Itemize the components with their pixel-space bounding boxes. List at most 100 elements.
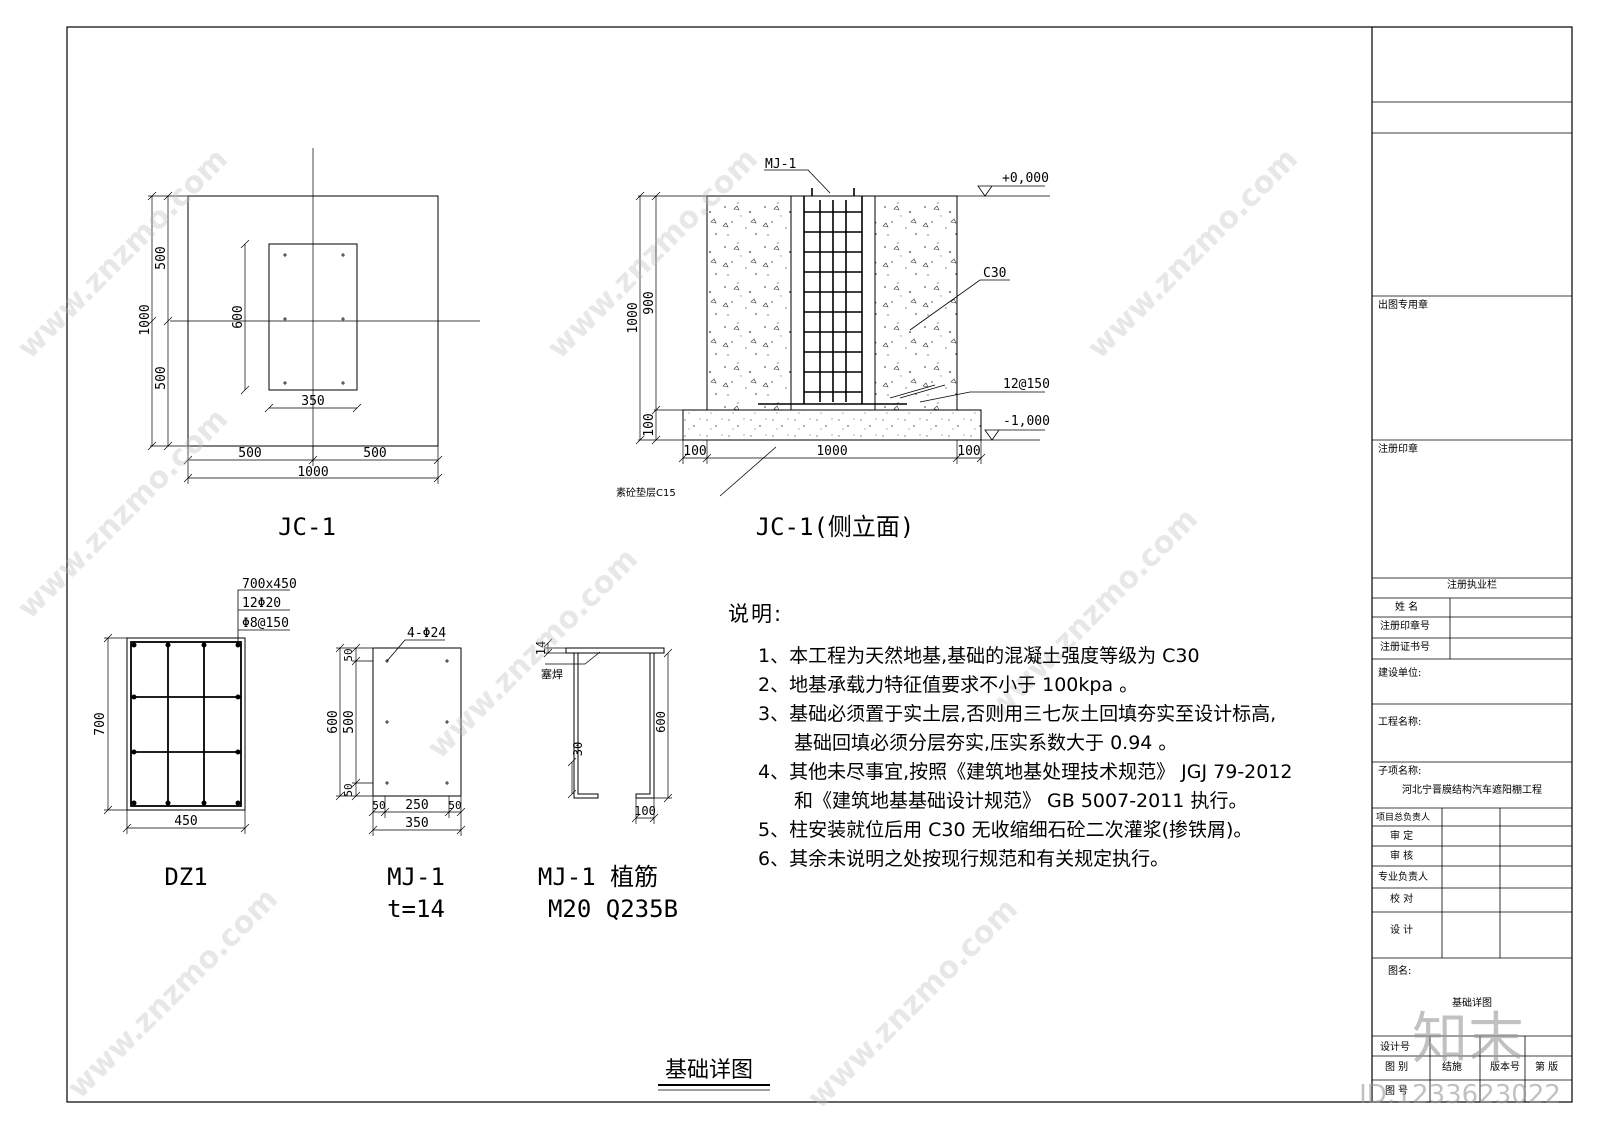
drawing-title: 基础详图 xyxy=(665,1058,753,1083)
note-1: 1、本工程为天然地基,基础的混凝土强度等级为 C30 xyxy=(758,645,1200,667)
section-dim-900: 900 xyxy=(642,291,657,314)
tb-category-label: 图 别 xyxy=(1385,1061,1408,1073)
tb-name-label: 姓 名 xyxy=(1395,600,1418,613)
note-4-cont: 和《建筑地基基础设计规范》 GB 5007-2011 执行。 xyxy=(794,790,1248,812)
dz1-spec-stirrups: Φ8@150 xyxy=(242,616,289,631)
tb-client-label: 建设单位: xyxy=(1378,666,1421,679)
section-dim-100-left: 100 xyxy=(683,444,706,459)
title-block-lines xyxy=(1372,101,1572,1102)
jc1-section-bedding xyxy=(682,409,982,441)
jc1-dim-1000-horizontal: 1000 xyxy=(297,465,328,480)
tb-edition-label: 第 版 xyxy=(1535,1060,1558,1073)
drawing-title-group: 基础详图 xyxy=(658,1058,770,1091)
mj1-dim-600: 600 xyxy=(326,710,341,733)
dz1-dim-450: 450 xyxy=(174,814,197,829)
section-dim-100-vertical: 100 xyxy=(642,413,657,436)
mj1-dim-250: 250 xyxy=(405,798,428,813)
anchor-dim-600: 600 xyxy=(654,711,668,733)
section-leaders xyxy=(719,169,1045,497)
logo-watermark: 知末 ID:1233623022 xyxy=(1359,1007,1561,1110)
watermark-1: www.znzmo.com xyxy=(11,142,235,366)
dz1-title: DZ1 xyxy=(164,863,207,891)
watermark-7: www.znzmo.com xyxy=(61,882,285,1106)
watermark-8: www.znzmo.com xyxy=(801,892,1025,1116)
tb-version-label: 版本号 xyxy=(1490,1060,1520,1073)
jc1-dim-lines-left xyxy=(147,191,250,451)
dz1-spec-leader xyxy=(237,589,290,645)
anchor-top-plate xyxy=(565,647,665,654)
note-4: 4、其他未尽事宜,按照《建筑地基处理技术规范》 JGJ 79-2012 xyxy=(758,761,1293,783)
jc1-dim-600: 600 xyxy=(231,305,246,328)
tb-row-5: 校 对 xyxy=(1390,892,1413,905)
mj1-dim-lines xyxy=(335,643,466,836)
tb-sheet-label: 图 号 xyxy=(1385,1085,1408,1097)
anchor-material: M20 Q235B xyxy=(548,895,678,923)
id-watermark: ID:1233623022 xyxy=(1359,1080,1561,1110)
tb-drawing-name-label: 图名: xyxy=(1388,964,1411,977)
jc1-plan xyxy=(147,148,480,484)
level-marker-bottom xyxy=(981,429,1045,441)
jc1-dim-500-left: 500 xyxy=(238,446,261,461)
title-block xyxy=(1372,101,1572,1102)
mj1-plate xyxy=(335,639,466,836)
dz1-outline xyxy=(126,637,246,811)
dz1-spec-main-bars: 12Φ20 xyxy=(242,596,281,611)
watermark-3: www.znzmo.com xyxy=(1081,142,1305,366)
mj1-thickness: t=14 xyxy=(387,895,445,923)
anchor-weld-leader xyxy=(545,651,601,665)
jc1-plan-title: JC-1 xyxy=(278,513,336,541)
tb-reg-seal-label: 注册印章 xyxy=(1378,442,1418,455)
jc1-base-plate xyxy=(268,243,358,391)
jc1-dim-350: 350 xyxy=(301,394,324,409)
mj1-anchor xyxy=(543,638,673,824)
jc1-section xyxy=(635,169,1050,497)
note-2: 2、地基承载力特征值要求不小于 100kpa 。 xyxy=(758,674,1139,696)
tb-category-value: 结施 xyxy=(1442,1060,1462,1073)
tb-subproject-value: 河北宁晋膜结构汽车遮阳棚工程 xyxy=(1402,783,1542,796)
dz1-stirrup xyxy=(130,641,242,807)
mj1-plate-labels: 4-Φ24 50 500 600 50 50 250 50 350 MJ-1 t… xyxy=(326,626,462,923)
anchor-bar-right xyxy=(635,653,655,799)
notes-heading: 说明: xyxy=(728,602,784,626)
note-5: 5、柱安装就位后用 C30 无收缩细石砼二次灌浆(掺铁屑)。 xyxy=(758,819,1253,841)
anchor-dim-30: 30 xyxy=(571,742,585,756)
jc1-dim-lines-bottom xyxy=(183,403,443,484)
anchor-dim-100: 100 xyxy=(634,804,656,818)
watermark-5: www.znzmo.com xyxy=(421,542,645,766)
section-label-level-bottom: -1,000 xyxy=(1003,414,1050,429)
mj1-dim-500: 500 xyxy=(342,710,357,733)
mj1-dim-50-top: 50 xyxy=(342,648,355,661)
jc1-dim-500-bottom: 500 xyxy=(154,366,169,389)
section-label-c30: C30 xyxy=(983,266,1006,281)
section-label-bedding: 素砼垫层C15 xyxy=(616,486,676,499)
section-label-level-top: +0,000 xyxy=(1002,171,1049,186)
jc1-dim-500-right: 500 xyxy=(363,446,386,461)
design-notes: 说明: 1、本工程为天然地基,基础的混凝土强度等级为 C30 2、地基承载力特征… xyxy=(728,598,1368,874)
dz1-bars xyxy=(131,642,241,806)
jc1-dim-500-top: 500 xyxy=(154,246,169,269)
title-block-text: 出图专用章 注册印章 注册执业栏 姓 名 注册印章号 注册证书号 建设单位: 工… xyxy=(1376,298,1558,1097)
tb-project-label: 工程名称: xyxy=(1378,715,1421,728)
anchor-weld-label: 塞焊 xyxy=(541,667,563,681)
outer-border xyxy=(66,26,1573,1103)
dz1-ties xyxy=(131,642,241,806)
tb-reg-cert-no: 注册证书号 xyxy=(1380,640,1430,653)
dz1-dim-700: 700 xyxy=(93,712,108,735)
section-label-rebar: 12@150 xyxy=(1003,377,1050,392)
jc1-bolt-marks xyxy=(283,253,345,385)
dz1-spec-size: 700x450 xyxy=(242,577,297,592)
jc1-section-rebar-cage xyxy=(758,188,907,405)
note-3: 3、基础必须置于实土层,否则用三七灰土回填夯实至设计标高, xyxy=(758,703,1277,725)
tb-row-3: 审 核 xyxy=(1390,849,1413,862)
anchor-title: MJ-1 植筋 xyxy=(538,863,658,891)
tb-drawing-name-value: 基础详图 xyxy=(1452,996,1492,1009)
mj1-dim-50-right: 50 xyxy=(448,799,461,812)
mj1-hole-leader xyxy=(386,639,445,662)
mj1-dim-50-left: 50 xyxy=(372,799,385,812)
mj1-dim-350: 350 xyxy=(405,816,428,831)
watermark-4: www.znzmo.com xyxy=(11,402,235,626)
jc1-plan-labels: 500 500 1000 600 350 500 500 1000 JC-1 xyxy=(138,246,387,541)
tb-row-4: 专业负责人 xyxy=(1378,870,1428,883)
section-label-mj1: MJ-1 xyxy=(765,157,796,172)
